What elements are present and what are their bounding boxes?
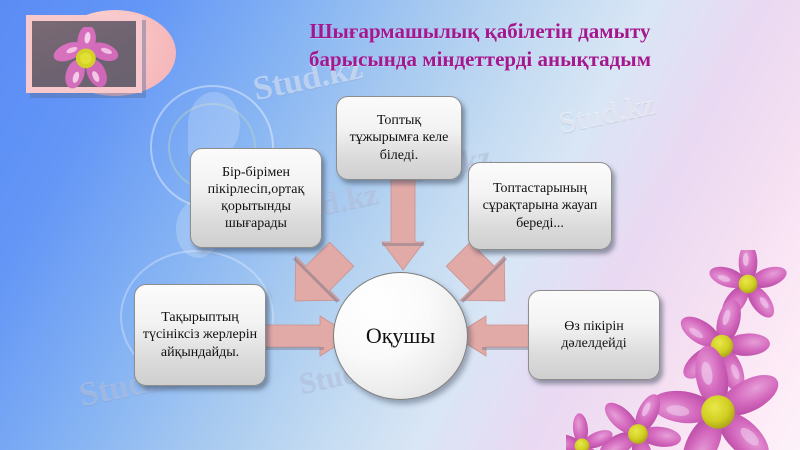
page-title: Шығармашылық қабілетін дамыту барысында … xyxy=(200,18,760,73)
diagram-center-label: Оқушы xyxy=(365,323,436,348)
node-right-label: Өз пікірін дәлелдейді xyxy=(561,318,627,351)
page-title-line-1: Шығармашылық қабілетін дамыту xyxy=(309,19,651,43)
decoration-top-left xyxy=(18,8,178,108)
arrow-from-top xyxy=(381,179,425,280)
node-top[interactable]: Топтық тұжырымға келе біледі. xyxy=(336,96,462,180)
node-top-left[interactable]: Бір-бірімен пікірлесіп,ортақ қорытынды ш… xyxy=(190,148,322,248)
flower-icon xyxy=(53,27,119,89)
arrow-from-top-left xyxy=(276,238,358,320)
node-left-label: Тақырыптың түсініксіз жерлерін айқындайд… xyxy=(142,310,258,360)
node-top-label: Топтық тұжырымға келе біледі. xyxy=(349,113,449,163)
decoration-frame xyxy=(26,15,142,93)
node-left[interactable]: Тақырыптың түсініксіз жерлерін айқындайд… xyxy=(134,284,266,386)
page-title-line-2: барысында міндеттерді анықтадым xyxy=(309,46,651,71)
watermark-text: Stud.kz xyxy=(556,87,659,141)
node-top-right-label: Топтастарының сұрақтарына жауап береді..… xyxy=(482,181,598,231)
node-right[interactable]: Өз пікірін дәлелдейді xyxy=(528,290,660,380)
node-top-right[interactable]: Топтастарының сұрақтарына жауап береді..… xyxy=(468,162,612,250)
decoration-bottom-right xyxy=(566,250,787,450)
node-top-left-label: Бір-бірімен пікірлесіп,ортақ қорытынды ш… xyxy=(207,164,305,232)
diagram-center-node[interactable]: Оқушы xyxy=(333,272,468,400)
